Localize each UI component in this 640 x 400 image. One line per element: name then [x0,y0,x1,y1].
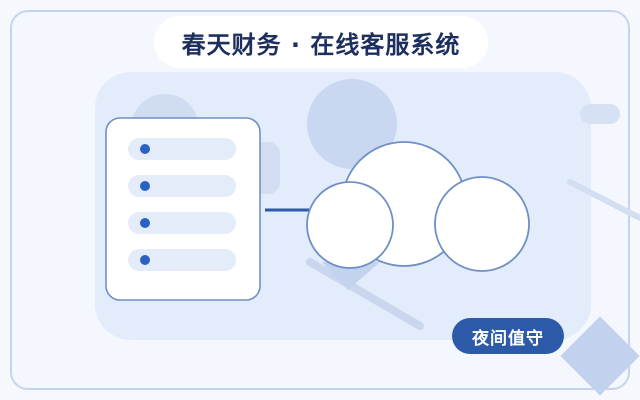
cloud-puff-right [434,176,530,272]
deco-circle-top [307,79,397,169]
chat-row-bar [128,175,236,197]
chat-row-dot [140,218,150,228]
deco-triangle [322,262,380,290]
chat-row-dot [140,144,150,154]
chat-row-bar [128,138,236,160]
deco-line-right [567,179,640,221]
chat-row-bar [128,249,236,271]
deco-pill-right [580,104,620,124]
page-title: 春天财务 · 在线客服系统 [154,16,488,68]
chat-row-dot [140,255,150,265]
night-duty-badge: 夜间值守 [452,318,564,354]
cloud-icon [306,141,530,272]
chat-row-dot [140,181,150,191]
cloud-puff-left [306,181,394,269]
deco-line-mid [306,258,424,330]
chat-list-icon [105,117,261,301]
chat-row-bar [128,212,236,234]
deco-diamond [560,316,640,396]
